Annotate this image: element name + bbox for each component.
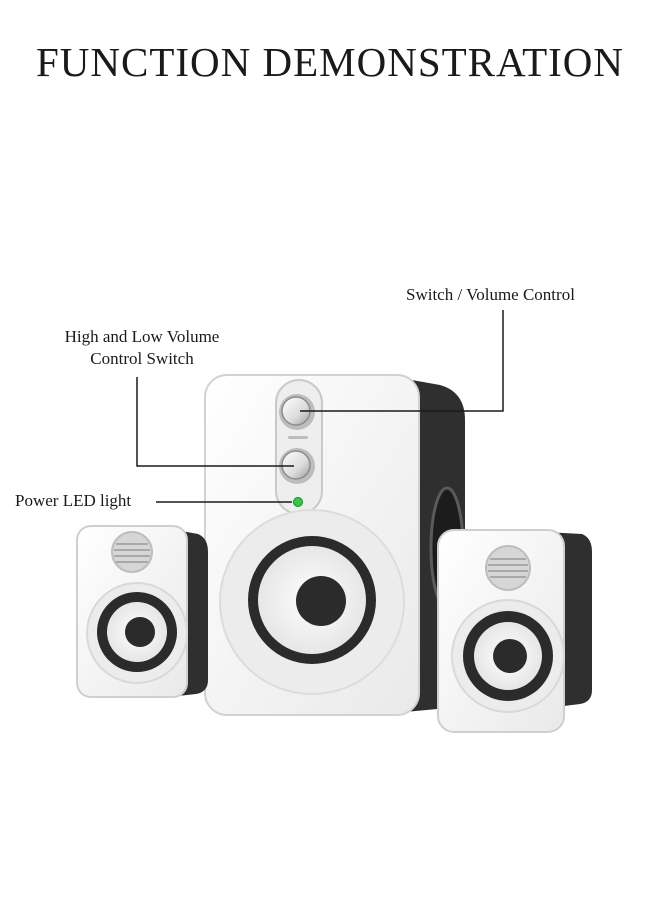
left-tweeter-grille bbox=[111, 531, 153, 573]
high-low-label-line1: High and Low Volume bbox=[64, 327, 220, 346]
page-title: FUNCTION DEMONSTRATION bbox=[35, 39, 625, 85]
right-satellite-driver bbox=[451, 599, 565, 713]
switch-volume-knob[interactable] bbox=[279, 394, 315, 430]
high-low-label-line2: Control Switch bbox=[90, 349, 194, 368]
subwoofer-driver bbox=[219, 509, 405, 695]
callout-leader-lines bbox=[136, 310, 504, 503]
high-low-volume-knob[interactable] bbox=[279, 448, 315, 484]
power-led bbox=[293, 497, 303, 507]
subwoofer bbox=[204, 374, 465, 716]
right-tweeter-grille bbox=[485, 545, 531, 591]
left-satellite-speaker bbox=[76, 525, 208, 698]
power-led-label: Power LED light bbox=[15, 491, 132, 510]
high-low-leader bbox=[136, 377, 294, 467]
panel-marking bbox=[288, 436, 308, 439]
left-satellite-driver bbox=[86, 582, 188, 684]
right-satellite-speaker bbox=[437, 529, 592, 733]
high-low-volume-switch-label: High and Low Volume Control Switch bbox=[46, 326, 238, 370]
switch-volume-control-label: Switch / Volume Control bbox=[406, 285, 575, 304]
switch-volume-leader bbox=[300, 310, 504, 412]
